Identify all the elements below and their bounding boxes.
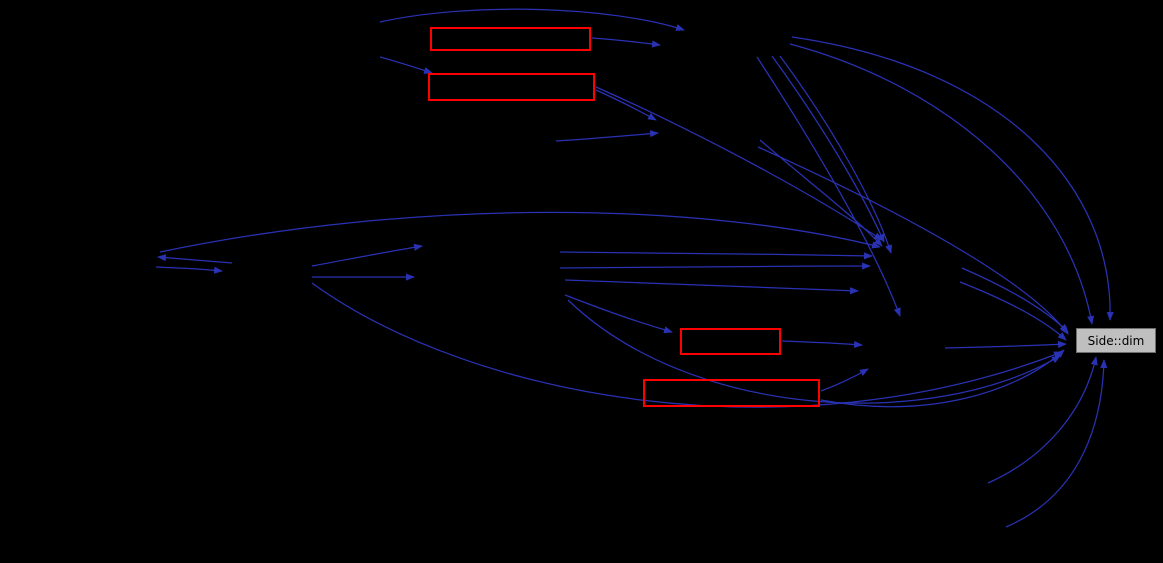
graph-node-red-4[interactable] bbox=[643, 379, 820, 407]
graph-edge bbox=[157, 254, 233, 264]
graph-edge bbox=[820, 349, 1065, 408]
graph-edge bbox=[564, 279, 859, 295]
graph-node-red-1[interactable] bbox=[430, 27, 591, 51]
graph-edge bbox=[789, 43, 1095, 325]
graph-edge bbox=[159, 211, 881, 253]
graph-edge bbox=[564, 294, 673, 334]
graph-edge bbox=[595, 89, 657, 121]
graph-node-red-2[interactable] bbox=[428, 73, 595, 101]
graph-edge bbox=[559, 262, 871, 270]
graph-node-red-3[interactable] bbox=[680, 328, 781, 355]
graph-edge bbox=[567, 299, 1061, 404]
graph-edge bbox=[791, 36, 1114, 321]
graph-edge bbox=[559, 251, 873, 260]
graph-edge bbox=[759, 139, 883, 247]
graph-edge bbox=[959, 281, 1067, 341]
graph-edge bbox=[779, 55, 892, 254]
graph-edge bbox=[591, 37, 661, 48]
graph-edge bbox=[555, 130, 659, 142]
graph-edge bbox=[944, 340, 1067, 349]
graph-edge bbox=[987, 356, 1098, 484]
graph-edge bbox=[595, 86, 883, 241]
graph-edge bbox=[756, 56, 901, 317]
graph-edge bbox=[820, 368, 869, 392]
graph-edge bbox=[771, 55, 885, 243]
graph-edge bbox=[757, 146, 1069, 335]
graph-edge bbox=[1005, 359, 1108, 528]
graph-node-current[interactable]: Side::dim bbox=[1076, 328, 1156, 353]
graph-edges bbox=[155, 8, 1114, 528]
graph-edge bbox=[311, 243, 423, 267]
graph-edge bbox=[961, 267, 1069, 333]
graph-edge bbox=[379, 56, 433, 74]
graph-edge bbox=[155, 266, 223, 274]
graph-edge bbox=[379, 8, 685, 31]
graph-edge bbox=[781, 340, 863, 348]
